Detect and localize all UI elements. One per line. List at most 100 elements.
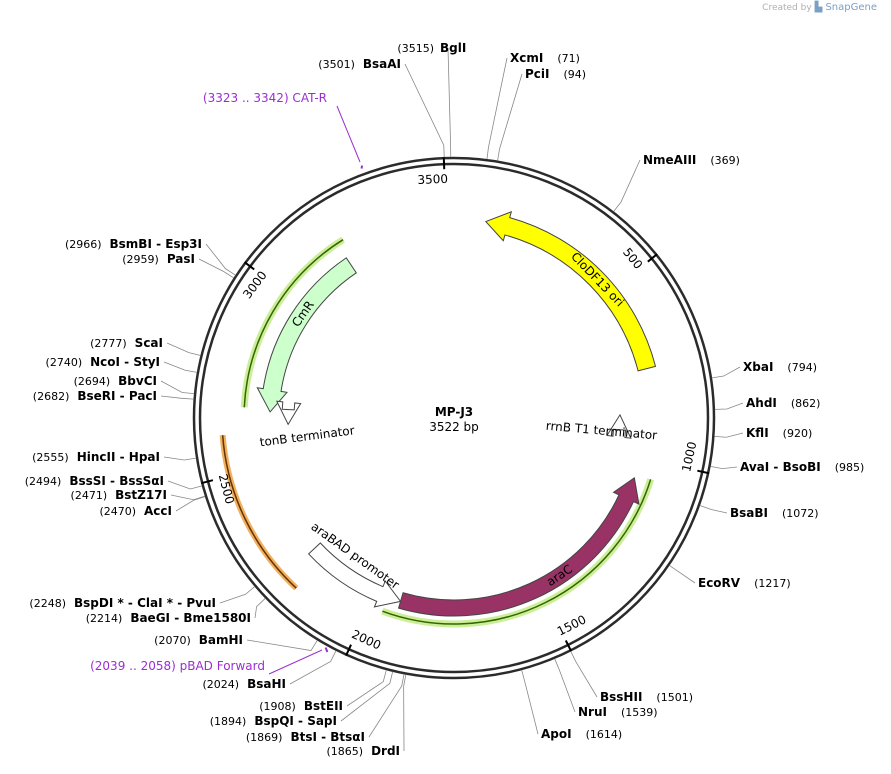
primer-mark-0 (360, 165, 364, 169)
leader-acci (175, 496, 206, 512)
site-bseri-paci[interactable]: BseRI - PacI (2682) (33, 389, 157, 403)
primer-leader-1 (268, 649, 323, 675)
primer-leader-0 (336, 105, 361, 163)
site-xbai[interactable]: XbaI(794) (743, 360, 817, 374)
site-ahdi[interactable]: AhdI(862) (746, 396, 820, 410)
site-bspdi-clai-pvui[interactable]: BspDI * - ClaI * - PvuI(2248) (29, 596, 216, 610)
site-bsahi[interactable]: BsaHI(2024) (203, 677, 286, 691)
site-position: (1865) (326, 745, 363, 758)
site-ecorv[interactable]: EcoRV(1217) (698, 576, 791, 590)
site-position: (2555) (32, 451, 69, 464)
site-bamhi[interactable]: BamHI(2070) (154, 633, 243, 647)
leader-ecorv (669, 565, 696, 584)
leader-pasi (198, 258, 234, 279)
site-xcmi[interactable]: XcmI (71) (510, 51, 580, 65)
feature-arac[interactable] (397, 476, 640, 617)
site-bsaai[interactable]: BsaAI(3501) (318, 57, 401, 71)
leader-drdi (403, 674, 407, 752)
feature-cmr[interactable] (256, 257, 357, 413)
feature-ori[interactable] (484, 210, 657, 372)
site-nmeaiii[interactable]: NmeAIII(369) (643, 153, 740, 167)
site-apoi[interactable]: ApoI(1614) (541, 727, 622, 741)
tick-mark-1500 (564, 640, 573, 652)
site-scai[interactable]: ScaI(2777) (90, 336, 163, 350)
primers-layer: (3323 .. 3342) CAT-R (2039 .. 2058) pBAD … (90, 91, 364, 675)
site-name: ApoI (541, 727, 572, 741)
site-position: (71) (557, 52, 580, 65)
site-name: BaeGI - Bme1580I (130, 611, 251, 625)
feature-tonb[interactable] (275, 400, 302, 426)
site-kfli[interactable]: KflI(920) (746, 426, 812, 440)
primer-label-0[interactable]: (3323 .. 3342) CAT-R (203, 91, 327, 105)
site-position: (94) (564, 68, 587, 81)
site-baegi-bme1580i[interactable]: BaeGI - Bme1580I(2214) (86, 611, 251, 625)
feature-arabad[interactable] (307, 542, 402, 608)
site-bbvci[interactable]: BbvCI(2694) (74, 374, 157, 388)
site-nrui[interactable]: NruI(1539) (578, 705, 658, 719)
leader-bgli (447, 47, 452, 158)
tick-mark-500 (647, 253, 658, 263)
leader-bspqi-sapi (340, 671, 394, 722)
site-name: HincII - HpaI (77, 450, 160, 464)
site-name: AvaI - BsoBI (740, 460, 821, 474)
site-name: BtsI - BtsαI (290, 730, 365, 744)
site-name: BseRI - PacI (77, 389, 157, 403)
site-position: (1894) (210, 715, 247, 728)
leader-bstz17i (170, 494, 206, 501)
tick-label-3500: 3500 (417, 172, 448, 187)
site-position: (2966) (65, 238, 102, 251)
site-pcii[interactable]: PciI(94) (525, 67, 586, 81)
site-name: XcmI (510, 51, 543, 65)
leader-pcii (497, 73, 523, 161)
site-avai-bsobi[interactable]: AvaI - BsoBI(985) (740, 460, 864, 474)
site-name: BstZ17I (115, 488, 167, 502)
tick-label-2000: 2000 (350, 627, 384, 652)
leader-btsi-bts-i (368, 674, 405, 738)
leader-kfli (714, 432, 744, 438)
snapgene-logo: ▙ SnapGene (814, 2, 877, 13)
feature-label-ori: CloDF13 ori (568, 249, 627, 309)
primer-mark-1 (324, 647, 329, 653)
leader-baegi-bme1580i (254, 598, 266, 619)
site-position: (920) (783, 427, 813, 440)
site-bstz17i[interactable]: BstZ17I (2471) (71, 488, 167, 502)
leader-xcmi (486, 57, 508, 160)
site-btsi-bts-i[interactable]: BtsI - BtsαI (1869) (246, 730, 365, 744)
tick-mark-2000 (345, 644, 352, 657)
site-ncoi-styi[interactable]: NcoI - StyI(2740) (46, 355, 160, 369)
site-name: BstEII (304, 699, 343, 713)
feature-rrnb[interactable] (606, 413, 632, 439)
backbone-inner-ring (198, 162, 710, 674)
site-bspqi-sapi[interactable]: BspQI - SapI(1894) (210, 714, 337, 728)
leader-nrui (554, 658, 576, 713)
backbone (192, 156, 716, 680)
site-bsmbi-esp3i[interactable]: BsmBI - Esp3I (2966) (65, 237, 202, 251)
site-drdi[interactable]: DrdI (1865) (326, 744, 400, 758)
site-bsteii[interactable]: BstEII(1908) (259, 699, 343, 713)
site-bsshii[interactable]: BssHII (1501) (600, 690, 693, 704)
site-acci[interactable]: AccI(2470) (99, 504, 172, 518)
site-bgli[interactable]: (3515)BglI (397, 41, 466, 55)
site-position: (2959) (122, 253, 159, 266)
site-bsabi[interactable]: BsaBI(1072) (730, 506, 819, 520)
orange-highlight-line (221, 435, 297, 589)
feature-label-tonb: tonB terminator (259, 423, 356, 449)
site-name: XbaI (743, 360, 773, 374)
site-position: (2682) (33, 390, 70, 403)
site-hincii-hpai[interactable]: HincII - HpaI (2555) (32, 450, 160, 464)
site-position: (1501) (656, 691, 693, 704)
tick-label-1000: 1000 (679, 440, 699, 473)
site-pasi[interactable]: PasI(2959) (122, 252, 195, 266)
leader-bsabi (699, 505, 728, 514)
site-name: BsaAI (363, 57, 401, 71)
site-bsssi-bsss-i[interactable]: BssSI - BssSαI(2494) (25, 474, 164, 488)
site-position: (2471) (71, 489, 108, 502)
site-name: BsaBI (730, 506, 768, 520)
site-position: (1869) (246, 731, 283, 744)
site-name: BsmBI - Esp3I (110, 237, 202, 251)
cmr-highlight-line (243, 239, 344, 408)
site-name: BssHII (600, 690, 642, 704)
site-name: DrdI (371, 744, 400, 758)
primer-label-1[interactable]: (2039 .. 2058) pBAD Forward (90, 659, 265, 673)
